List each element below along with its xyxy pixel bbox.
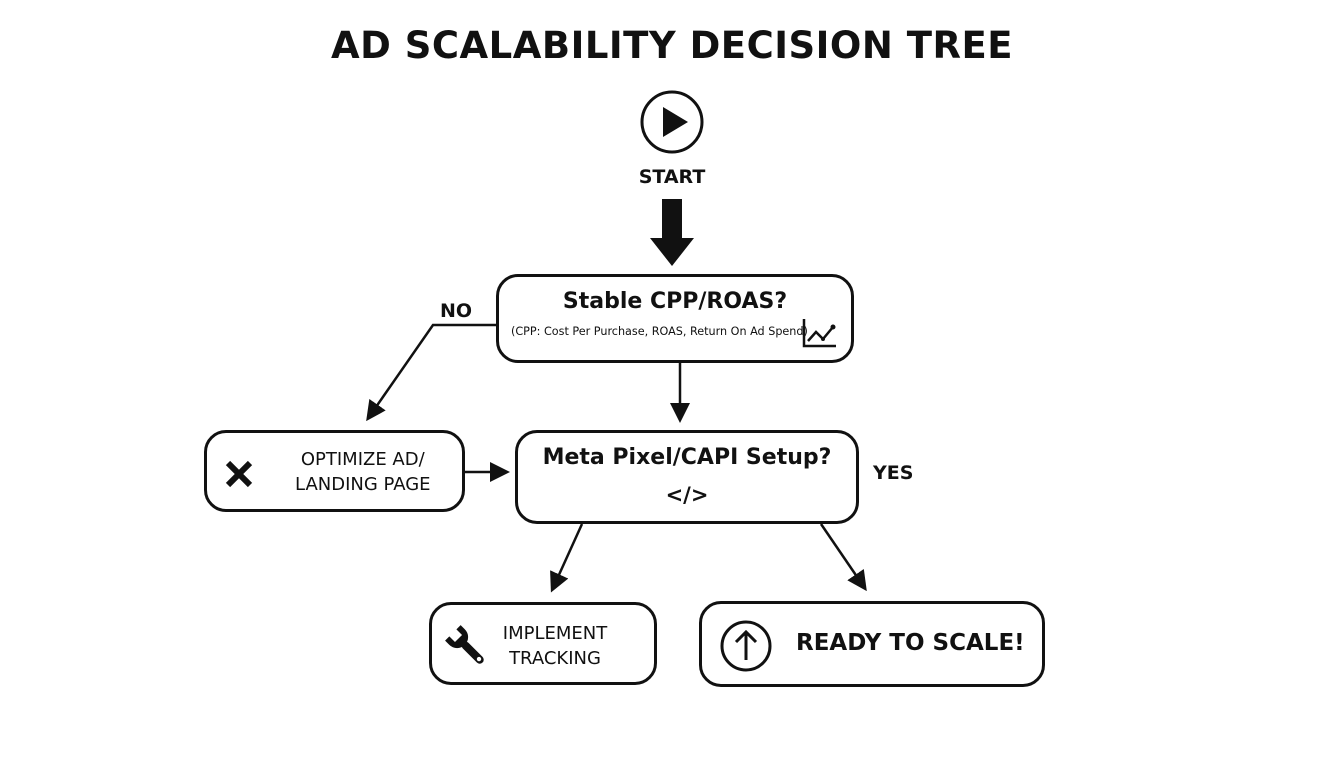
action-label: IMPLEMENT TRACKING [500,621,610,671]
line-chart-icon [802,319,836,348]
edge-yes-to-ready [819,523,867,592]
start-label: START [638,166,706,188]
play-icon [640,90,704,154]
action-label-line2: TRACKING [509,648,601,669]
decision-stable-cpp-roas: Stable CPP/ROAS? (CPP: Cost Per Purchase… [496,274,854,363]
edge-no-to-optimize [366,323,496,422]
code-icon: </> [665,483,709,507]
action-label-line1: OPTIMIZE AD/ [300,449,425,470]
edge-label-no: NO [440,300,473,322]
action-label-line2: LANDING PAGE [295,474,431,495]
arrow-up-circle-icon [720,620,772,672]
decision-subtitle: (CPP: Cost Per Purchase, ROAS, Return On… [511,325,808,338]
action-optimize-ad-landing: OPTIMIZE AD/ LANDING PAGE [204,430,465,512]
outcome-ready-to-scale: READY TO SCALE! [699,601,1045,687]
diagram-title: AD SCALABILITY DECISION TREE [330,24,1013,67]
decision-title: Stable CPP/ROAS? [562,289,788,314]
action-implement-tracking: IMPLEMENT TRACKING [429,602,657,685]
outcome-label: READY TO SCALE! [796,630,1025,656]
action-label: OPTIMIZE AD/ LANDING PAGE [295,447,431,497]
decision-pixel-capi-setup: Meta Pixel/CAPI Setup? </> [515,430,859,524]
start-arrow [650,199,694,266]
edge-label-yes: YES [873,462,914,484]
decision-title: Meta Pixel/CAPI Setup? [542,445,832,470]
action-label-line1: IMPLEMENT [502,623,608,644]
x-mark-icon [225,460,253,488]
edge-q2-to-implement [550,523,584,593]
wrench-icon [445,625,484,664]
